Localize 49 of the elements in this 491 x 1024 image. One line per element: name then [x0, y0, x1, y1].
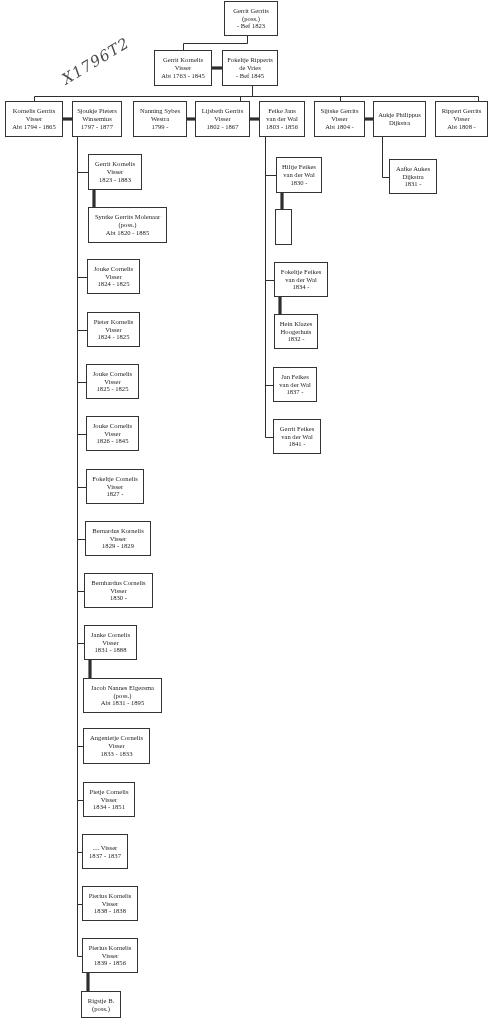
person-box: [88, 154, 142, 190]
marriage-line: [187, 117, 195, 121]
person-box: [82, 834, 128, 869]
marriage-line: [250, 117, 259, 121]
person-box: [154, 50, 212, 86]
person-box: [84, 573, 153, 608]
person-box: [373, 101, 426, 137]
person-box: [83, 782, 135, 817]
family-line: [265, 136, 274, 438]
marriage-line: [365, 117, 373, 121]
person-box: [85, 521, 151, 556]
person-box: [195, 101, 250, 137]
person-box: [273, 419, 321, 454]
person-box: [259, 101, 305, 137]
person-box: [273, 367, 317, 402]
family-line: [382, 136, 390, 178]
person-box: [86, 364, 139, 399]
family-line: [252, 85, 479, 102]
marriage-line: [63, 117, 72, 121]
marriage-line: [280, 193, 284, 209]
person-box: [222, 50, 278, 86]
person-box: [86, 469, 144, 504]
person-box: [88, 207, 167, 243]
marriage-line: [212, 66, 222, 70]
person-box: [81, 991, 121, 1018]
family-line: [183, 35, 248, 51]
person-box: [84, 625, 137, 660]
person-box: [82, 938, 138, 973]
person-box: [86, 416, 139, 451]
marriage-line: [92, 190, 96, 207]
person-box: [274, 262, 328, 297]
person-box: [435, 101, 488, 137]
person-box: [87, 312, 140, 347]
person-box: [83, 678, 162, 713]
person-box: [82, 886, 138, 921]
person-box: [72, 101, 122, 137]
person-box: [87, 259, 140, 294]
person-box: [274, 314, 318, 349]
person-box: [83, 728, 150, 764]
person-box: [276, 157, 322, 193]
person-box: [224, 1, 278, 36]
person-box: [314, 101, 365, 137]
person-box: [389, 159, 437, 194]
person-box: [5, 101, 63, 137]
marriage-line: [88, 660, 92, 678]
person-box: [275, 209, 292, 245]
marriage-line: [278, 297, 282, 314]
person-box: [133, 101, 187, 137]
marriage-line: [86, 973, 90, 991]
